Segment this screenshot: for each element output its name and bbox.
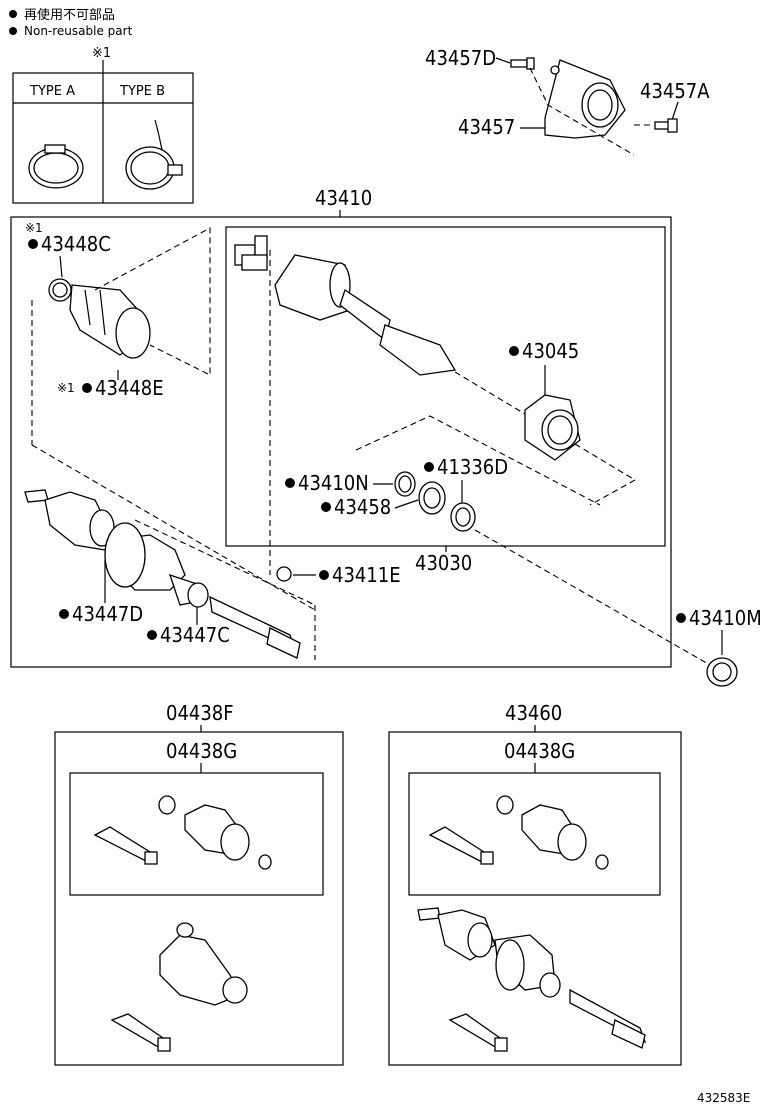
label-04438F: 04438F — [166, 701, 234, 725]
bullet-icon — [319, 570, 329, 580]
bullet-icon — [28, 239, 38, 249]
bullet-icon — [424, 462, 434, 472]
label-04438G-left: 04438G — [166, 739, 237, 763]
label-43460: 43460 — [505, 701, 562, 725]
inboard-joint-housing-icon — [274, 254, 457, 376]
clamp-type-b-icon — [125, 119, 183, 190]
bearing-bracket-icon — [544, 59, 626, 139]
dust-deflector-bearing-icon — [524, 394, 581, 461]
bearing-ring-icon — [418, 481, 446, 515]
boot-kit-icon — [158, 795, 272, 870]
drive-shaft-icon — [209, 595, 301, 659]
label-41336D: 41336D — [437, 455, 508, 479]
assembly-43410-box — [10, 216, 672, 668]
label-43447D: 43447D — [72, 602, 143, 626]
label-43457D: 43457D — [425, 46, 496, 70]
boot-kit-icon — [496, 795, 609, 870]
type-box-note: ※1 — [92, 46, 111, 61]
label-43457A: 43457A — [640, 79, 710, 103]
oil-seal-43410M-icon — [706, 657, 738, 687]
grease-tube-icon — [448, 1013, 508, 1052]
label-43458: 43458 — [334, 495, 391, 519]
legend-reuse-jp: 再使用不可部品 — [24, 7, 115, 23]
label-43410N: 43410N — [298, 471, 369, 495]
bullet-icon — [9, 10, 17, 18]
outboard-joint-icon — [24, 489, 209, 608]
boot-clamp-small-icon — [48, 278, 72, 302]
label-43448C: 43448C — [41, 232, 111, 256]
label-43030: 43030 — [415, 551, 472, 575]
bullet-icon — [147, 630, 157, 640]
label-43457: 43457 — [458, 115, 515, 139]
kit-04438G-right-box — [408, 772, 661, 896]
oil-seal-icon — [450, 502, 476, 532]
diagram-id: 432583E — [697, 1091, 750, 1105]
label-43410: 43410 — [315, 186, 372, 210]
snap-ring-icon — [394, 471, 416, 497]
legend-reuse-en: Non-reusable part — [24, 24, 133, 38]
bolt-icon — [654, 118, 678, 133]
bolt-icon — [510, 57, 535, 70]
bullet-icon — [285, 478, 295, 488]
bullet-icon — [509, 346, 519, 356]
kit-43460-box — [388, 731, 682, 1066]
clamp-type-a-icon — [28, 144, 84, 189]
label-43448E: 43448E — [95, 376, 164, 400]
label-43447C: 43447C — [160, 623, 230, 647]
grease-tube-icon — [428, 826, 494, 865]
bullet-icon — [676, 613, 686, 623]
tripod-joint-icon — [234, 235, 268, 271]
note-mark: ※1 — [25, 221, 43, 235]
label-43045: 43045 — [522, 339, 579, 363]
bullet-icon — [321, 502, 331, 512]
label-04438G-right: 04438G — [504, 739, 575, 763]
kit-04438F-box — [54, 731, 344, 1066]
kit-04438G-left-box — [69, 772, 324, 896]
grease-tube-icon — [110, 1013, 171, 1052]
label-43411E: 43411E — [332, 563, 401, 587]
inboard-boot-icon — [69, 284, 151, 359]
snap-ring-small-icon — [276, 566, 292, 582]
grease-tube-icon — [93, 826, 158, 865]
bullet-icon — [82, 383, 92, 393]
type-a-label: TYPE A — [29, 84, 75, 99]
bullet-icon — [59, 609, 69, 619]
outboard-boot-kit-icon — [159, 922, 248, 1006]
bullet-icon — [9, 27, 17, 35]
drive-shaft-assembly-icon — [417, 907, 647, 1049]
label-43410M: 43410M — [689, 606, 760, 630]
type-b-label: TYPE B — [119, 84, 165, 99]
note-mark: ※1 — [57, 381, 75, 395]
